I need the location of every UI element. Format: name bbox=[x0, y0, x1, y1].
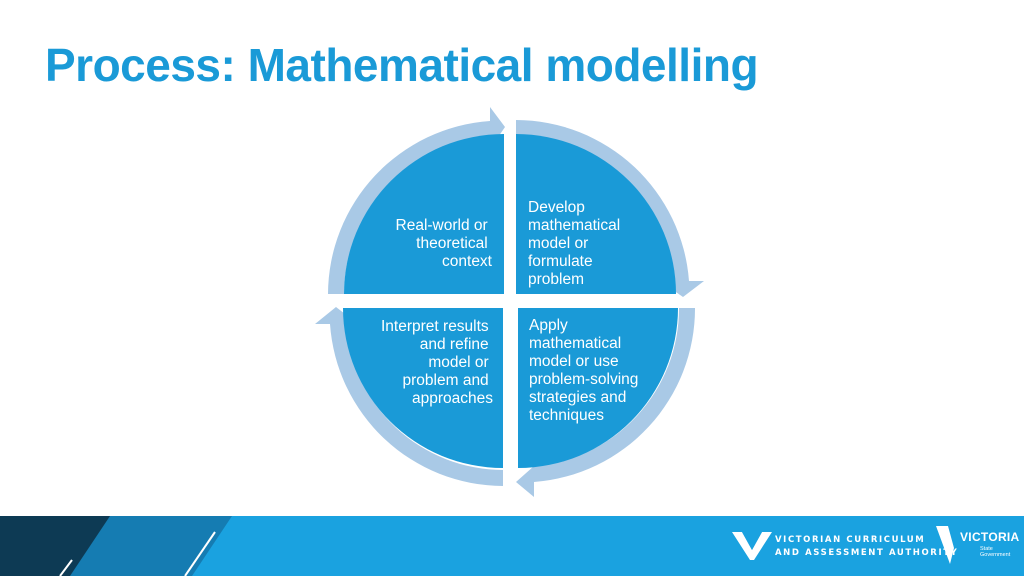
quadrant-label-bottom-right: Apply mathematical model or use problem-… bbox=[529, 317, 643, 424]
vcaa-line-2: AND ASSESSMENT AUTHORITY bbox=[775, 548, 959, 558]
quadrant-top-left bbox=[344, 134, 504, 294]
arrow-arc-bottom-left bbox=[315, 307, 503, 486]
victoria-government-logo-icon bbox=[936, 526, 954, 564]
victoria-wordmark: VICTORIA bbox=[960, 530, 1020, 544]
page-title: Process: Mathematical modelling bbox=[45, 39, 759, 91]
victoria-sub-line-2: Government bbox=[980, 552, 1011, 558]
quadrant-bottom-left bbox=[343, 308, 503, 468]
vcaa-line-1: VICTORIAN CURRICULUM bbox=[775, 535, 926, 545]
arrow-arc-top-left bbox=[328, 107, 505, 294]
vcaa-wordmark: VICTORIAN CURRICULUM AND ASSESSMENT AUTH… bbox=[775, 534, 958, 560]
quadrant-label-bottom-left: Interpret results and refine model or pr… bbox=[381, 318, 493, 407]
victoria-sub-line-1: State bbox=[980, 546, 993, 552]
footer-stripes bbox=[0, 516, 232, 576]
vcaa-logo-icon bbox=[732, 532, 772, 560]
quadrant-label-top-left: Real-world or theoretical context bbox=[396, 217, 493, 270]
quadrant-top-right bbox=[516, 134, 676, 294]
arrow-arc-top-right bbox=[516, 120, 704, 297]
footer-bar: VICTORIAN CURRICULUM AND ASSESSMENT AUTH… bbox=[0, 516, 1024, 576]
quadrant-label-top-right: Develop mathematical model or formulate … bbox=[528, 199, 625, 288]
modelling-cycle-diagram: Real-world or theoretical context Develo… bbox=[315, 107, 704, 497]
victoria-subtitle: State Government bbox=[980, 546, 1010, 558]
arrow-arc-bottom-right bbox=[516, 308, 696, 497]
quadrant-bottom-right bbox=[518, 308, 678, 468]
